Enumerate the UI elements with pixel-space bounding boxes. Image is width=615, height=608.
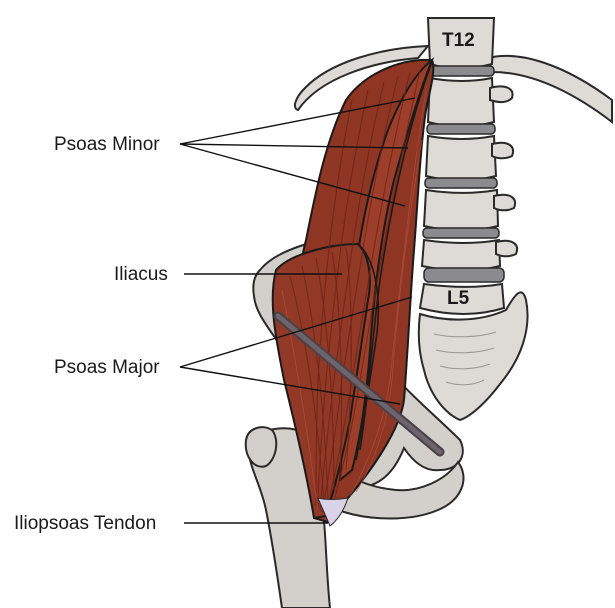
vertebra-l3 [424,190,498,231]
transverse-process-l4 [496,241,517,257]
disc-l3-l4 [423,228,499,238]
disc-l2-l3 [425,178,497,188]
label-psoas-minor: Psoas Minor [54,134,160,155]
disc-l4-l5 [424,268,504,282]
greater-trochanter [246,427,277,466]
vertebra-l4 [422,240,500,271]
transverse-process-l2 [492,143,513,159]
disc-l1-l2 [427,124,495,134]
label-psoas-major: Psoas Major [54,357,160,378]
label-iliacus: Iliacus [114,264,168,285]
disc-t12-l1 [428,66,494,76]
vertebra-label-l5: L5 [447,288,470,309]
transverse-process-l1 [490,86,513,102]
label-iliopsoas-tendon: Iliopsoas Tendon [14,513,156,534]
transverse-process-l3 [494,195,515,211]
vertebra-l1 [428,78,494,127]
vertebra-l2 [426,136,496,181]
vertebra-label-t12: T12 [442,30,475,51]
vertebral-column [419,18,528,420]
